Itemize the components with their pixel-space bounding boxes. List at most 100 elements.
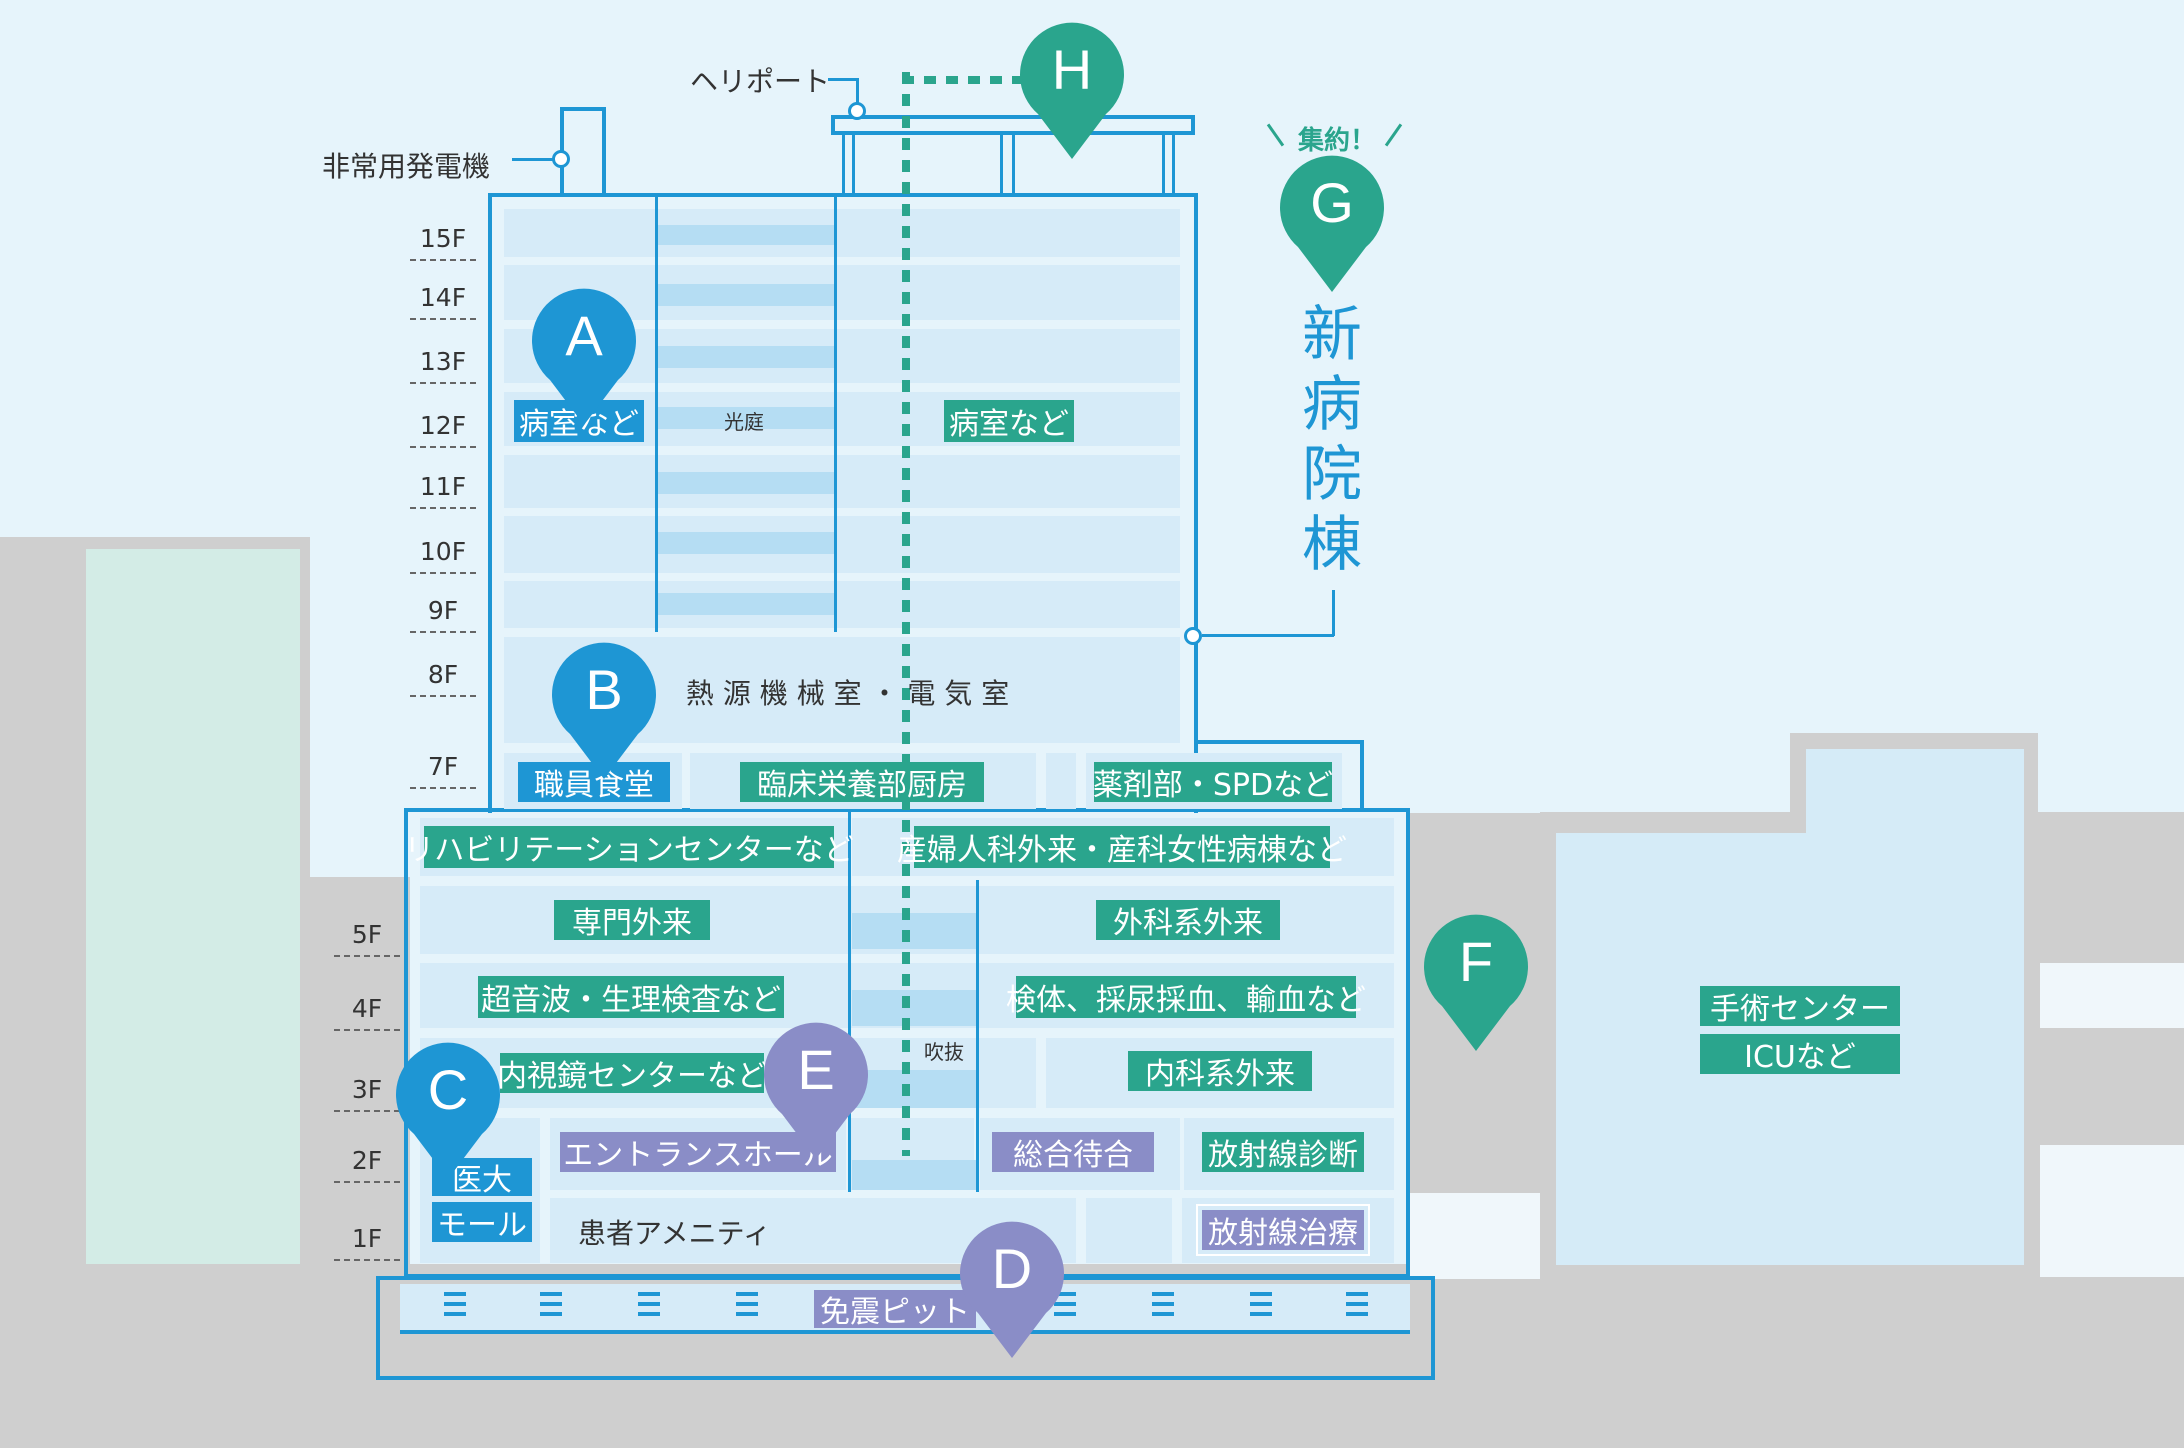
left-building-facade bbox=[86, 549, 300, 1264]
new-building-char-1: 新 bbox=[1302, 300, 1362, 370]
pin-h-icon bbox=[1020, 22, 1124, 159]
right-connector-gap bbox=[1408, 1193, 1540, 1279]
marker-pin-a[interactable]: A bbox=[532, 288, 636, 425]
pin-h-letter: H bbox=[1051, 38, 1093, 101]
light-court-15 bbox=[658, 225, 834, 245]
helipad-dotted-line bbox=[902, 76, 1062, 84]
pin-a-letter: A bbox=[565, 304, 603, 367]
foundation-inner-line bbox=[400, 1330, 1410, 1334]
helipad-marker-circle bbox=[848, 102, 866, 120]
specimen-label: 検体、採尿採血、輸血など bbox=[1006, 976, 1366, 1018]
floor-label-10: 10F bbox=[410, 537, 476, 574]
atrium-4 bbox=[852, 990, 976, 1026]
icu-label: ICUなど bbox=[1700, 1034, 1900, 1075]
mall-label-2: モール bbox=[432, 1202, 532, 1243]
wards-right-label: 病室など bbox=[944, 400, 1074, 442]
generator-annotation: 非常用発電機 bbox=[322, 150, 491, 183]
pin-f-letter: F bbox=[1458, 930, 1494, 993]
foundation-stripes-8 bbox=[1346, 1292, 1368, 1320]
specialty-outpatient-label: 専門外来 bbox=[554, 900, 710, 941]
helipad-deck bbox=[831, 115, 1195, 135]
mall-label-1: 医大 bbox=[432, 1158, 532, 1198]
tower-outline bbox=[488, 193, 1198, 813]
pin-e-icon bbox=[764, 1022, 868, 1159]
foundation-stripes-4 bbox=[736, 1292, 758, 1320]
marker-pin-f[interactable]: F bbox=[1424, 914, 1528, 1051]
marker-pin-h[interactable]: H bbox=[1020, 22, 1124, 159]
new-building-char-4: 棟 bbox=[1302, 510, 1362, 580]
pin-c-icon bbox=[396, 1042, 500, 1179]
internal-outpatient-label: 内科系外来 bbox=[1128, 1051, 1312, 1092]
helipad-post-3 bbox=[1000, 135, 1003, 193]
floor-label-3: 3F bbox=[334, 1075, 400, 1112]
light-court-right-line bbox=[834, 195, 837, 632]
floor-label-11: 11F bbox=[410, 472, 476, 509]
new-building-leader-h bbox=[1202, 634, 1334, 637]
radiology-dx-label: 放射線診断 bbox=[1202, 1132, 1364, 1173]
pin-e-letter: E bbox=[797, 1038, 835, 1101]
helipad-post-1 bbox=[842, 135, 845, 193]
marker-pin-g[interactable]: G bbox=[1280, 155, 1384, 292]
foundation-stripes-1 bbox=[444, 1292, 466, 1320]
helipad-post-6 bbox=[1172, 135, 1175, 193]
new-building-leader-v bbox=[1332, 590, 1335, 636]
helipad-post-5 bbox=[1162, 135, 1165, 193]
atrium-2 bbox=[852, 1160, 976, 1190]
foundation-stripes-6 bbox=[1152, 1292, 1174, 1320]
wing-outline bbox=[1194, 740, 1364, 810]
generator-marker-circle bbox=[552, 150, 570, 168]
floor-label-15: 15F bbox=[410, 224, 476, 261]
pharmacy-label: 薬剤部・SPDなど bbox=[1093, 762, 1333, 803]
radiology-tx-label: 放射線治療 bbox=[1196, 1204, 1370, 1256]
pin-d-icon bbox=[960, 1221, 1064, 1358]
foundation-stripes-5 bbox=[1054, 1292, 1076, 1320]
pin-c-letter: C bbox=[427, 1058, 469, 1121]
marker-pin-c[interactable]: C bbox=[396, 1042, 500, 1179]
staff-cafeteria-label: 職員食堂 bbox=[518, 762, 670, 803]
light-court-left-line bbox=[655, 195, 658, 632]
foundation-outline bbox=[376, 1276, 1435, 1380]
new-building-marker-circle bbox=[1184, 627, 1202, 645]
floor-10 bbox=[504, 516, 1180, 573]
pin-g-icon bbox=[1280, 155, 1384, 292]
far-right-window-1 bbox=[2040, 963, 2184, 1028]
foundation-stripes-2 bbox=[540, 1292, 562, 1320]
clinical-kitchen-label: 臨床栄養部厨房 bbox=[740, 762, 984, 803]
pin-d-letter: D bbox=[991, 1237, 1033, 1300]
obgyn-label: 産婦人科外来・産科女性病棟など bbox=[897, 826, 1347, 868]
floor-1-mid bbox=[1086, 1198, 1172, 1263]
surgical-outpatient-label: 外科系外来 bbox=[1096, 900, 1280, 941]
pin-a-icon bbox=[532, 288, 636, 425]
floor-11 bbox=[504, 455, 1180, 508]
surgery-center-label: 手術センター bbox=[1700, 986, 1900, 1027]
surgery-building-top bbox=[1806, 749, 2024, 839]
floor-label-4: 4F bbox=[334, 994, 400, 1031]
generator-leader bbox=[512, 158, 554, 161]
helipad-post-4 bbox=[1012, 135, 1015, 193]
light-court-11 bbox=[658, 472, 834, 494]
atrium-5 bbox=[852, 913, 976, 949]
marker-pin-d[interactable]: D bbox=[960, 1221, 1064, 1358]
atrium-left-line bbox=[848, 812, 851, 1192]
endoscopy-label: 内視鏡センターなど bbox=[497, 1053, 767, 1094]
floor-9 bbox=[504, 581, 1180, 628]
floor-15 bbox=[504, 209, 1180, 257]
seismic-pit-label: 免震ピット bbox=[814, 1290, 976, 1330]
helipad-post-2 bbox=[852, 135, 855, 193]
new-building-char-2: 病 bbox=[1302, 370, 1362, 440]
helipad-annotation: ヘリポート bbox=[690, 65, 831, 98]
far-right-window-2 bbox=[2040, 1145, 2184, 1277]
floor-label-13: 13F bbox=[410, 347, 476, 384]
light-court-14 bbox=[658, 284, 834, 306]
pin-g-letter: G bbox=[1310, 171, 1354, 234]
foundation-stripes-7 bbox=[1250, 1292, 1272, 1320]
marker-pin-b[interactable]: B bbox=[552, 642, 656, 779]
new-building-char-3: 院 bbox=[1302, 440, 1362, 510]
atrium-annotation: 吹抜 bbox=[924, 1040, 964, 1064]
marker-pin-e[interactable]: E bbox=[764, 1022, 868, 1159]
consolidated-annotation: 集約！ bbox=[1298, 126, 1377, 156]
pin-b-icon bbox=[552, 642, 656, 779]
pin-b-letter: B bbox=[585, 658, 623, 721]
floor-label-14: 14F bbox=[410, 283, 476, 320]
